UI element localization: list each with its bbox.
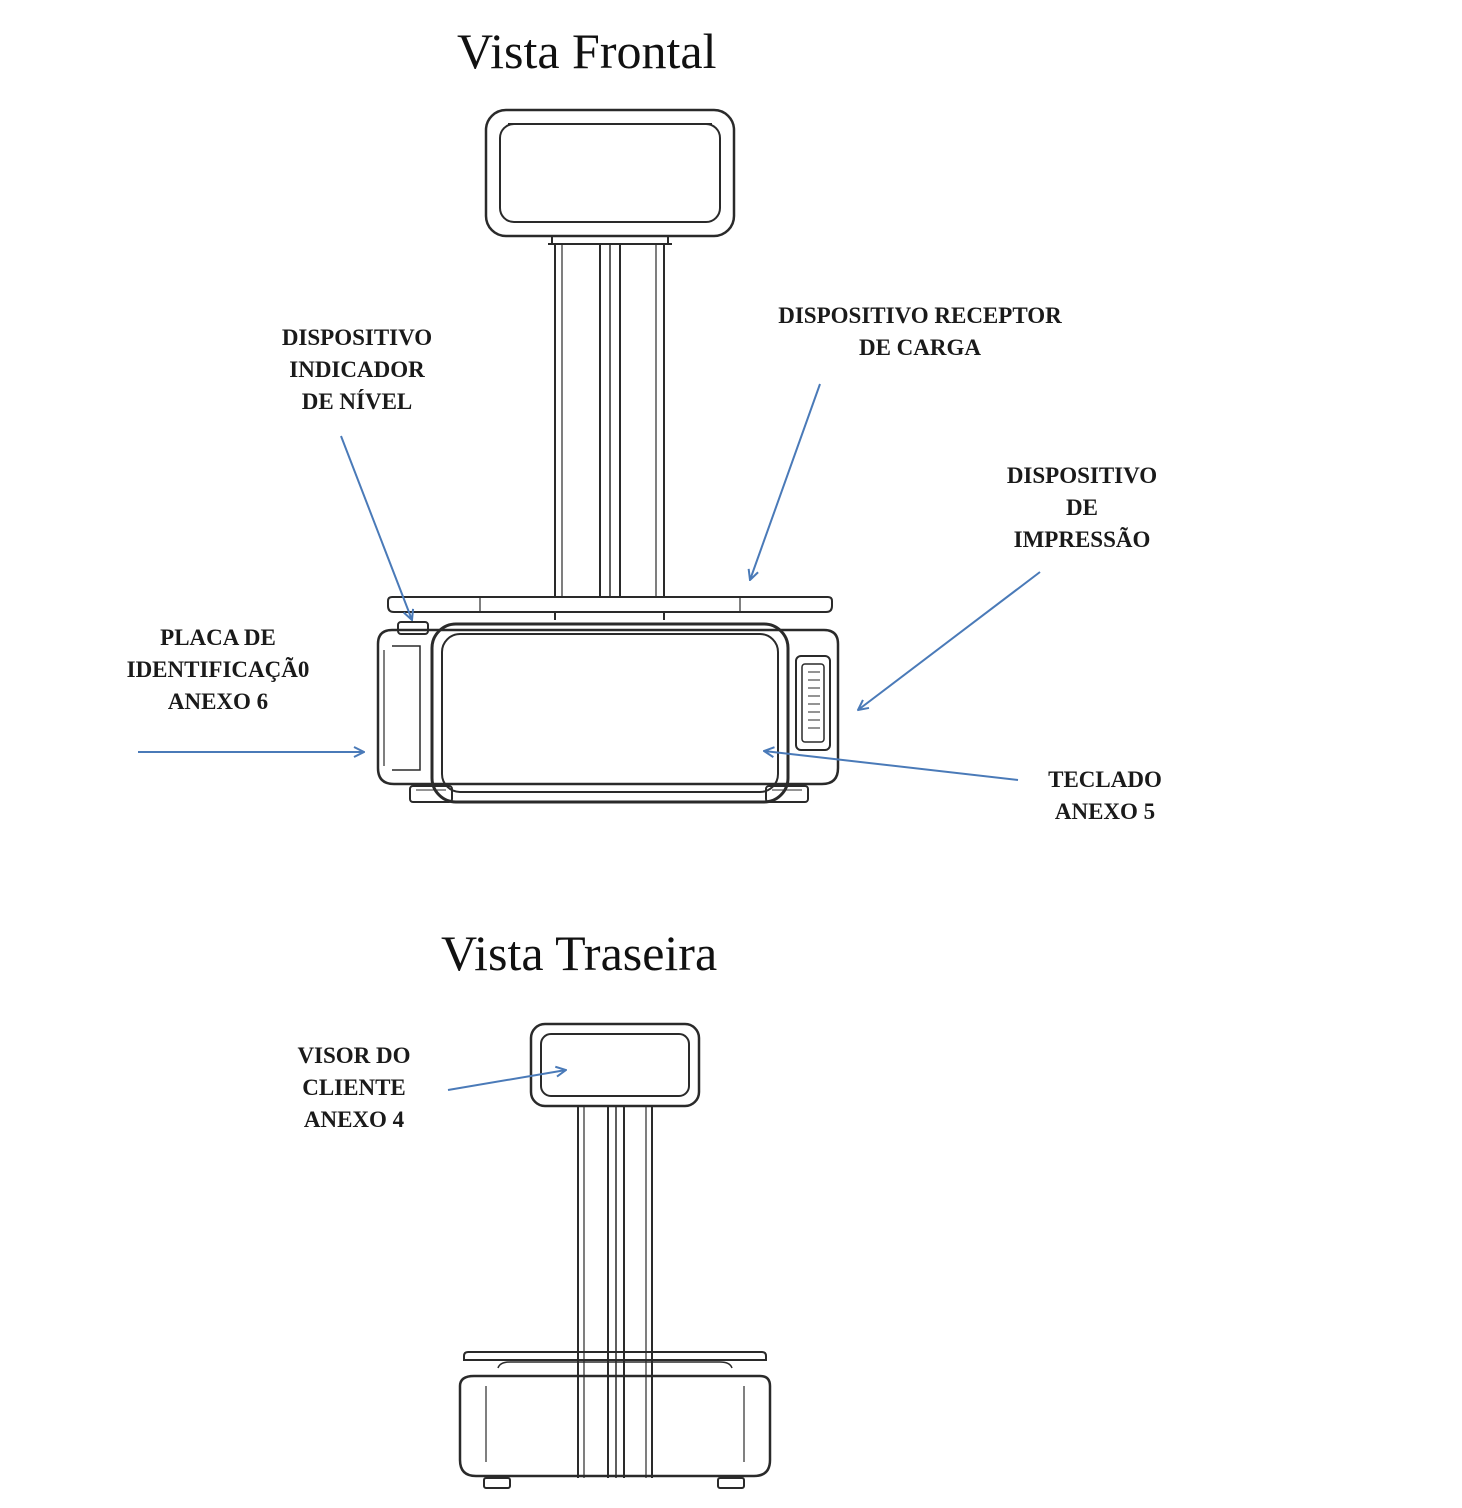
label-line: CLIENTE xyxy=(302,1075,406,1100)
front-pole xyxy=(554,244,665,598)
rear-pole xyxy=(577,1106,653,1478)
label-line: VISOR DO xyxy=(297,1043,411,1068)
arrow-level-indicator xyxy=(340,435,412,620)
label-line: DE NÍVEL xyxy=(301,389,413,414)
label-line: ANEXO 6 xyxy=(167,689,269,714)
label-line: DISPOSITIVO xyxy=(281,325,433,350)
label-line: ANEXO 5 xyxy=(1054,799,1156,824)
rear-platter xyxy=(463,1351,767,1361)
label-line: DISPOSITIVO xyxy=(1006,463,1158,488)
label-line: PLACA DE xyxy=(160,625,276,650)
label-line: DE xyxy=(1066,495,1098,520)
label-line: INDICADOR xyxy=(289,357,425,382)
label-level-indicator: DISPOSITIVO INDICADOR DE NÍVEL xyxy=(257,322,457,418)
front-view-scale xyxy=(376,108,840,804)
arrow-load-receptor xyxy=(750,383,821,580)
label-customer-display: VISOR DO CLIENTE ANEXO 4 xyxy=(264,1040,444,1136)
label-line: DISPOSITIVO RECEPTOR xyxy=(778,303,1062,328)
label-line: IMPRESSÃO xyxy=(1013,527,1151,552)
label-line: IDENTIFICAÇÃ0 xyxy=(126,657,310,682)
label-line: DE CARGA xyxy=(858,335,982,360)
annotation-arrows xyxy=(138,383,1041,1091)
front-load-platter xyxy=(387,596,833,620)
arrow-printer xyxy=(858,571,1041,710)
label-load-receptor: DISPOSITIVO RECEPTOR DE CARGA xyxy=(760,300,1080,364)
label-line: TECLADO xyxy=(1048,767,1162,792)
arrow-keyboard xyxy=(764,751,1019,781)
label-printer: DISPOSITIVO DE IMPRESSÃO xyxy=(982,460,1182,556)
label-line: ANEXO 4 xyxy=(303,1107,405,1132)
arrow-customer-display xyxy=(447,1070,566,1091)
title-front-view: Vista Frontal xyxy=(457,23,717,79)
label-keyboard: TECLADO ANEXO 5 xyxy=(1025,764,1185,828)
rear-base-housing xyxy=(458,1361,772,1489)
front-base-housing xyxy=(376,621,840,804)
rear-customer-display xyxy=(529,1022,701,1108)
rear-view-scale xyxy=(458,1022,772,1489)
front-head-display xyxy=(484,108,736,238)
title-rear-view: Vista Traseira xyxy=(441,925,718,981)
label-id-plate: PLACA DE IDENTIFICAÇÃ0 ANEXO 6 xyxy=(103,622,333,718)
